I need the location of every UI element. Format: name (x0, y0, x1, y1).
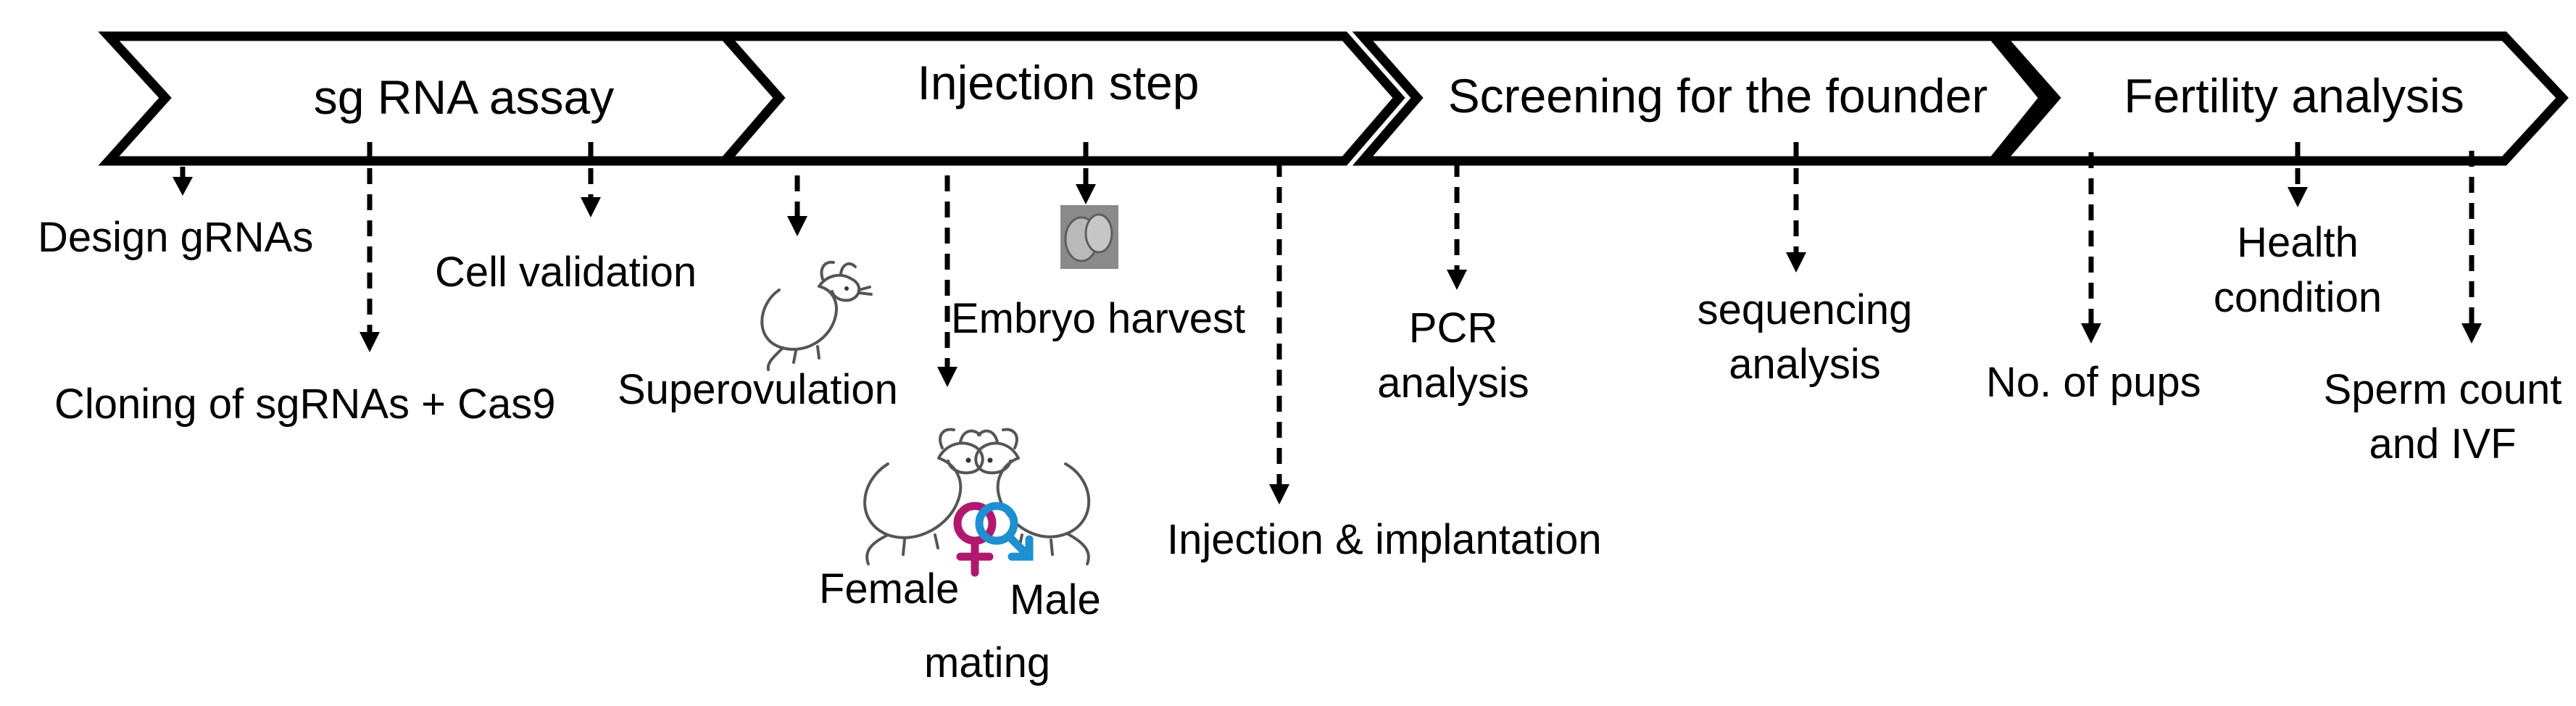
arrow-design-grnas (173, 167, 193, 196)
arrow-cell-validation (581, 142, 601, 217)
stage-title-sgrna: sg RNA assay (313, 70, 615, 124)
label-cloning: Cloning of sgRNAs + Cas9 (54, 381, 556, 428)
arrow-pcr (1447, 161, 1467, 290)
label-health-line2: condition (2213, 274, 2382, 321)
label-mating: mating (924, 639, 1051, 686)
label-male: Male (1010, 576, 1101, 623)
label-sequencing-line2: analysis (1729, 341, 1881, 388)
stage-chevron-4 (1990, 31, 2569, 166)
label-pcr-line1: PCR (1408, 304, 1498, 352)
embryo-image (1060, 205, 1118, 269)
label-injection-implantation: Injection & implantation (1167, 516, 1602, 563)
arrow-health (2288, 142, 2308, 207)
stage-title-injection: Injection step (917, 56, 1200, 109)
arrow-sperm (2461, 151, 2482, 344)
stage-chevron-3 (1352, 31, 2051, 166)
label-sperm-line1: Sperm count (2323, 366, 2562, 413)
male-symbol-icon (975, 502, 1034, 561)
label-sequencing-line1: sequencing (1697, 286, 1913, 333)
stage-title-screening: Screening for the founder (1447, 69, 1988, 122)
stage-chevron-2 (714, 31, 1405, 166)
label-sperm-line2: and IVF (2369, 420, 2517, 468)
label-female: Female (819, 565, 960, 612)
label-cell-validation: Cell validation (435, 249, 697, 296)
mouse-icon (760, 260, 873, 371)
arrow-embryo-harvest (1076, 142, 1096, 204)
arrow-injection (1269, 161, 1289, 504)
arrow-sequencing (1786, 142, 1806, 273)
label-pcr-line2: analysis (1377, 360, 1529, 407)
arrow-mating (937, 175, 957, 387)
label-superovulation: Superovulation (618, 366, 898, 413)
female-symbol-icon (953, 502, 997, 577)
label-health-line1: Health (2237, 219, 2359, 266)
arrow-superovulation (787, 175, 807, 236)
arrows-layer (173, 142, 2482, 504)
arrow-pups (2081, 152, 2101, 344)
stage-title-fertility: Fertility analysis (2124, 69, 2464, 122)
label-embryo-harvest: Embryo harvest (951, 295, 1246, 342)
label-no-pups: No. of pups (1986, 359, 2201, 406)
arrow-cloning (360, 142, 380, 352)
label-design-grnas: Design gRNAs (38, 214, 314, 261)
mice-pair-icon (863, 428, 1091, 565)
